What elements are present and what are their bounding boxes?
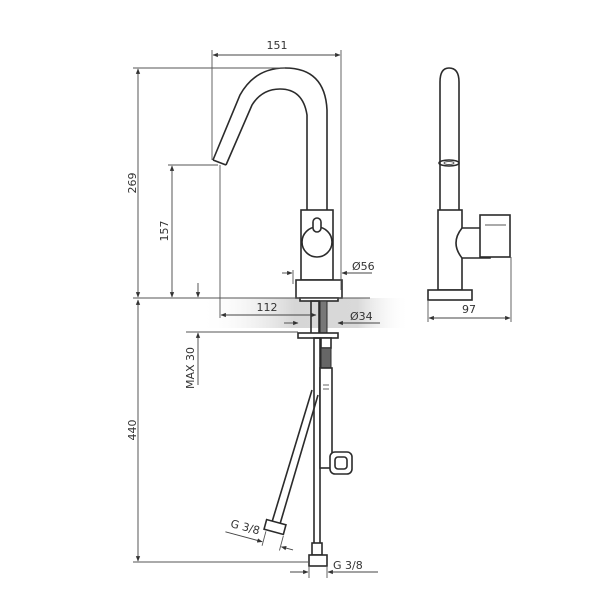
dim-mount-hole-diameter: Ø34 [350,310,373,323]
dim-spout-offset: 112 [257,301,278,314]
dim-base-diameter: Ø56 [352,260,375,273]
dim-hose-connection-right: G 3/8 [333,559,363,572]
dim-under-counter-length: 440 [126,420,139,441]
dim-side-depth: 97 [462,303,476,316]
dim-spout-reach-width: 151 [267,39,288,52]
side-view [427,67,511,301]
front-view [212,67,353,567]
dim-total-height: 269 [126,173,139,194]
countertop-section [200,298,410,328]
dim-max-counter-thickness: MAX 30 [184,347,197,389]
dim-spout-outlet-height: 157 [158,221,171,242]
